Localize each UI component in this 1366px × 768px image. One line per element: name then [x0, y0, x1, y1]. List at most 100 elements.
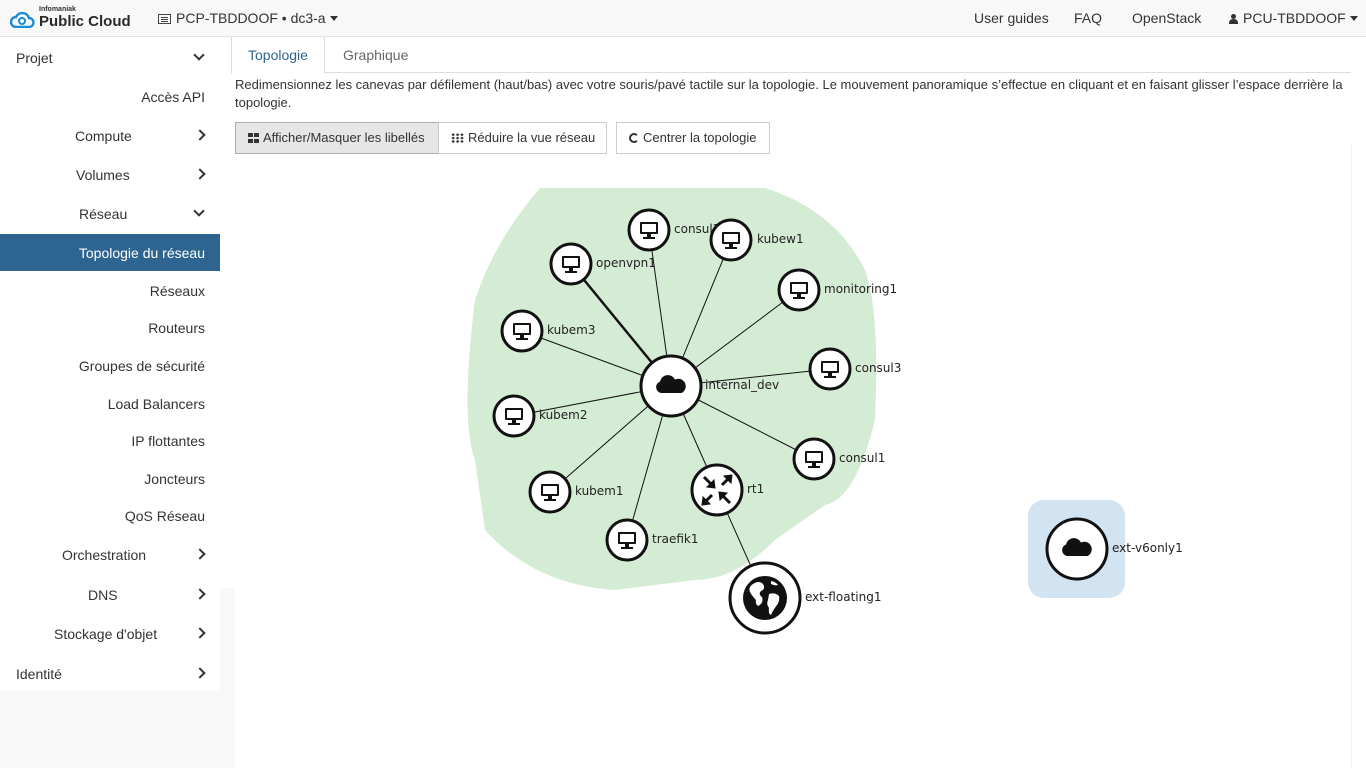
node-openvpn1[interactable]: openvpn1: [549, 242, 656, 286]
sidebar-item-ip-flottantes[interactable]: IP flottantes: [0, 423, 220, 460]
sidebar-item-label: Routeurs: [148, 320, 205, 336]
node-label: monitoring1: [824, 282, 897, 296]
node-label: ext-floating1: [805, 590, 881, 604]
sidebar-item-compute[interactable]: Compute: [0, 115, 220, 155]
globe-icon: [743, 576, 787, 620]
sidebar-item-label: QoS Réseau: [124, 508, 205, 524]
chevron-right-icon: [194, 168, 206, 180]
toggle-labels-label: Afficher/Masquer les libellés: [263, 130, 425, 145]
faq-link[interactable]: FAQ: [1074, 10, 1103, 26]
node-traefik1[interactable]: traefik1: [605, 518, 699, 562]
chevron-right-icon: [194, 627, 206, 639]
node-consul2[interactable]: consul2: [627, 208, 720, 252]
refresh-icon: [629, 133, 639, 143]
node-consul1[interactable]: consul1: [792, 437, 885, 481]
node-consul3[interactable]: consul3: [808, 347, 901, 391]
user-menu[interactable]: PCU-TBDDOOF: [1229, 10, 1358, 26]
center-topology-button[interactable]: Centrer la topologie: [616, 122, 770, 154]
node-label: consul3: [855, 361, 901, 375]
chevron-right-icon: [194, 548, 206, 560]
chevron-right-icon: [194, 129, 206, 141]
sidebar-item-label: Topologie du réseau: [78, 245, 205, 261]
node-label: internal_dev: [705, 378, 779, 392]
user-guides-link[interactable]: User guides: [974, 10, 1049, 26]
sidebar-item-acces-api[interactable]: Accès API: [0, 77, 220, 115]
sidebar-item-volumes[interactable]: Volumes: [0, 155, 220, 194]
cloud-logo-icon: [10, 11, 35, 28]
sidebar: Projet Accès API Compute Volumes Réseau …: [0, 37, 220, 768]
node-label: kubem1: [575, 484, 624, 498]
sidebar-item-stockage-objet[interactable]: Stockage d'objet: [0, 614, 220, 654]
sidebar-item-label: Load Balancers: [107, 396, 205, 412]
router-arrows-icon: [701, 474, 733, 506]
node-label: rt1: [747, 482, 764, 496]
sidebar-item-load-balancers[interactable]: Load Balancers: [0, 385, 220, 423]
sidebar-item-topologie-reseau[interactable]: Topologie du réseau: [0, 234, 220, 271]
sidebar-item-label: Stockage d'objet: [54, 626, 158, 642]
sidebar-item-label: Projet: [16, 50, 53, 66]
sidebar-item-label: Identité: [16, 666, 62, 682]
node-label: openvpn1: [596, 256, 656, 270]
node-kubew1[interactable]: kubew1: [709, 218, 804, 262]
center-topology-label: Centrer la topologie: [643, 130, 757, 145]
gutter: [220, 588, 235, 768]
node-label: consul1: [839, 451, 885, 465]
node-monitoring1[interactable]: monitoring1: [777, 268, 897, 312]
toggle-labels-button[interactable]: Afficher/Masquer les libellés: [235, 122, 439, 154]
chevron-down-icon: [193, 205, 205, 217]
sidebar-item-label: DNS: [88, 587, 118, 603]
node-kubem2[interactable]: kubem2: [492, 394, 588, 438]
view-tabs: Topologie Graphique: [231, 37, 1351, 74]
sidebar-item-dns[interactable]: DNS: [0, 575, 220, 614]
openstack-link[interactable]: OpenStack: [1132, 10, 1202, 26]
sidebar-item-label: Accès API: [141, 89, 205, 105]
scrollbar-track[interactable]: [1351, 145, 1366, 768]
sidebar-item-qos-reseau[interactable]: QoS Réseau: [0, 498, 220, 535]
node-rt1[interactable]: rt1: [690, 463, 764, 517]
th-icon: [451, 133, 464, 143]
tab-graphique[interactable]: Graphique: [343, 47, 409, 63]
caret-down-icon: [1349, 16, 1358, 21]
node-label: traefik1: [652, 532, 699, 546]
brand-name: Public Cloud: [39, 13, 131, 30]
sidebar-item-label: Compute: [75, 128, 132, 144]
chevron-right-icon: [194, 667, 206, 679]
collapse-network-label: Réduire la vue réseau: [468, 130, 596, 145]
tab-topologie[interactable]: Topologie: [231, 37, 325, 74]
sidebar-item-label: Réseau: [79, 206, 128, 222]
sidebar-item-label: IP flottantes: [131, 433, 205, 449]
node-ext-floating1[interactable]: ext-floating1: [728, 561, 881, 635]
brand-logo[interactable]: Infomaniak Public Cloud: [10, 4, 140, 32]
chevron-down-icon: [193, 49, 205, 61]
node-kubem3[interactable]: kubem3: [500, 309, 596, 353]
sidebar-item-label: Orchestration: [62, 547, 147, 563]
sidebar-item-reseaux[interactable]: Réseaux: [0, 271, 220, 309]
node-label: kubem2: [539, 408, 588, 422]
sidebar-item-identite[interactable]: Identité: [0, 654, 220, 691]
sidebar-item-label: Volumes: [76, 167, 130, 183]
collapse-network-button[interactable]: Réduire la vue réseau: [438, 122, 607, 154]
sidebar-item-routeurs[interactable]: Routeurs: [0, 309, 220, 347]
chevron-right-icon: [194, 588, 206, 600]
sidebar-item-joncteurs[interactable]: Joncteurs: [0, 460, 220, 498]
sidebar-item-reseau[interactable]: Réseau: [0, 194, 220, 233]
sidebar-item-groupes-securite[interactable]: Groupes de sécurité: [0, 347, 220, 385]
network-topology-canvas[interactable]: consul2 kubew1 openvpn1 monitoring1 kube…: [235, 160, 1335, 660]
sidebar-item-projet[interactable]: Projet: [0, 37, 220, 77]
brand-small-text: Infomaniak: [39, 6, 76, 13]
node-label: consul2: [674, 222, 720, 236]
sidebar-item-label: Réseaux: [149, 283, 205, 299]
project-label: PCP-TBDDOOF • dc3-a: [176, 10, 326, 26]
node-kubem1[interactable]: kubem1: [528, 470, 624, 514]
user-label: PCU-TBDDOOF: [1243, 10, 1346, 26]
sidebar-item-orchestration[interactable]: Orchestration: [0, 535, 220, 575]
list-icon: [158, 14, 171, 24]
caret-down-icon: [329, 16, 338, 21]
help-text: Redimensionnez les canevas par défilemen…: [235, 77, 1343, 110]
node-internal-dev[interactable]: internal_dev: [639, 354, 779, 418]
project-selector[interactable]: PCP-TBDDOOF • dc3-a: [158, 10, 338, 26]
user-icon: [1229, 14, 1238, 24]
top-navbar: Infomaniak Public Cloud PCP-TBDDOOF • dc…: [0, 0, 1366, 37]
node-ext-v6only1[interactable]: ext-v6only1: [1045, 517, 1183, 581]
node-label: ext-v6only1: [1112, 541, 1183, 555]
